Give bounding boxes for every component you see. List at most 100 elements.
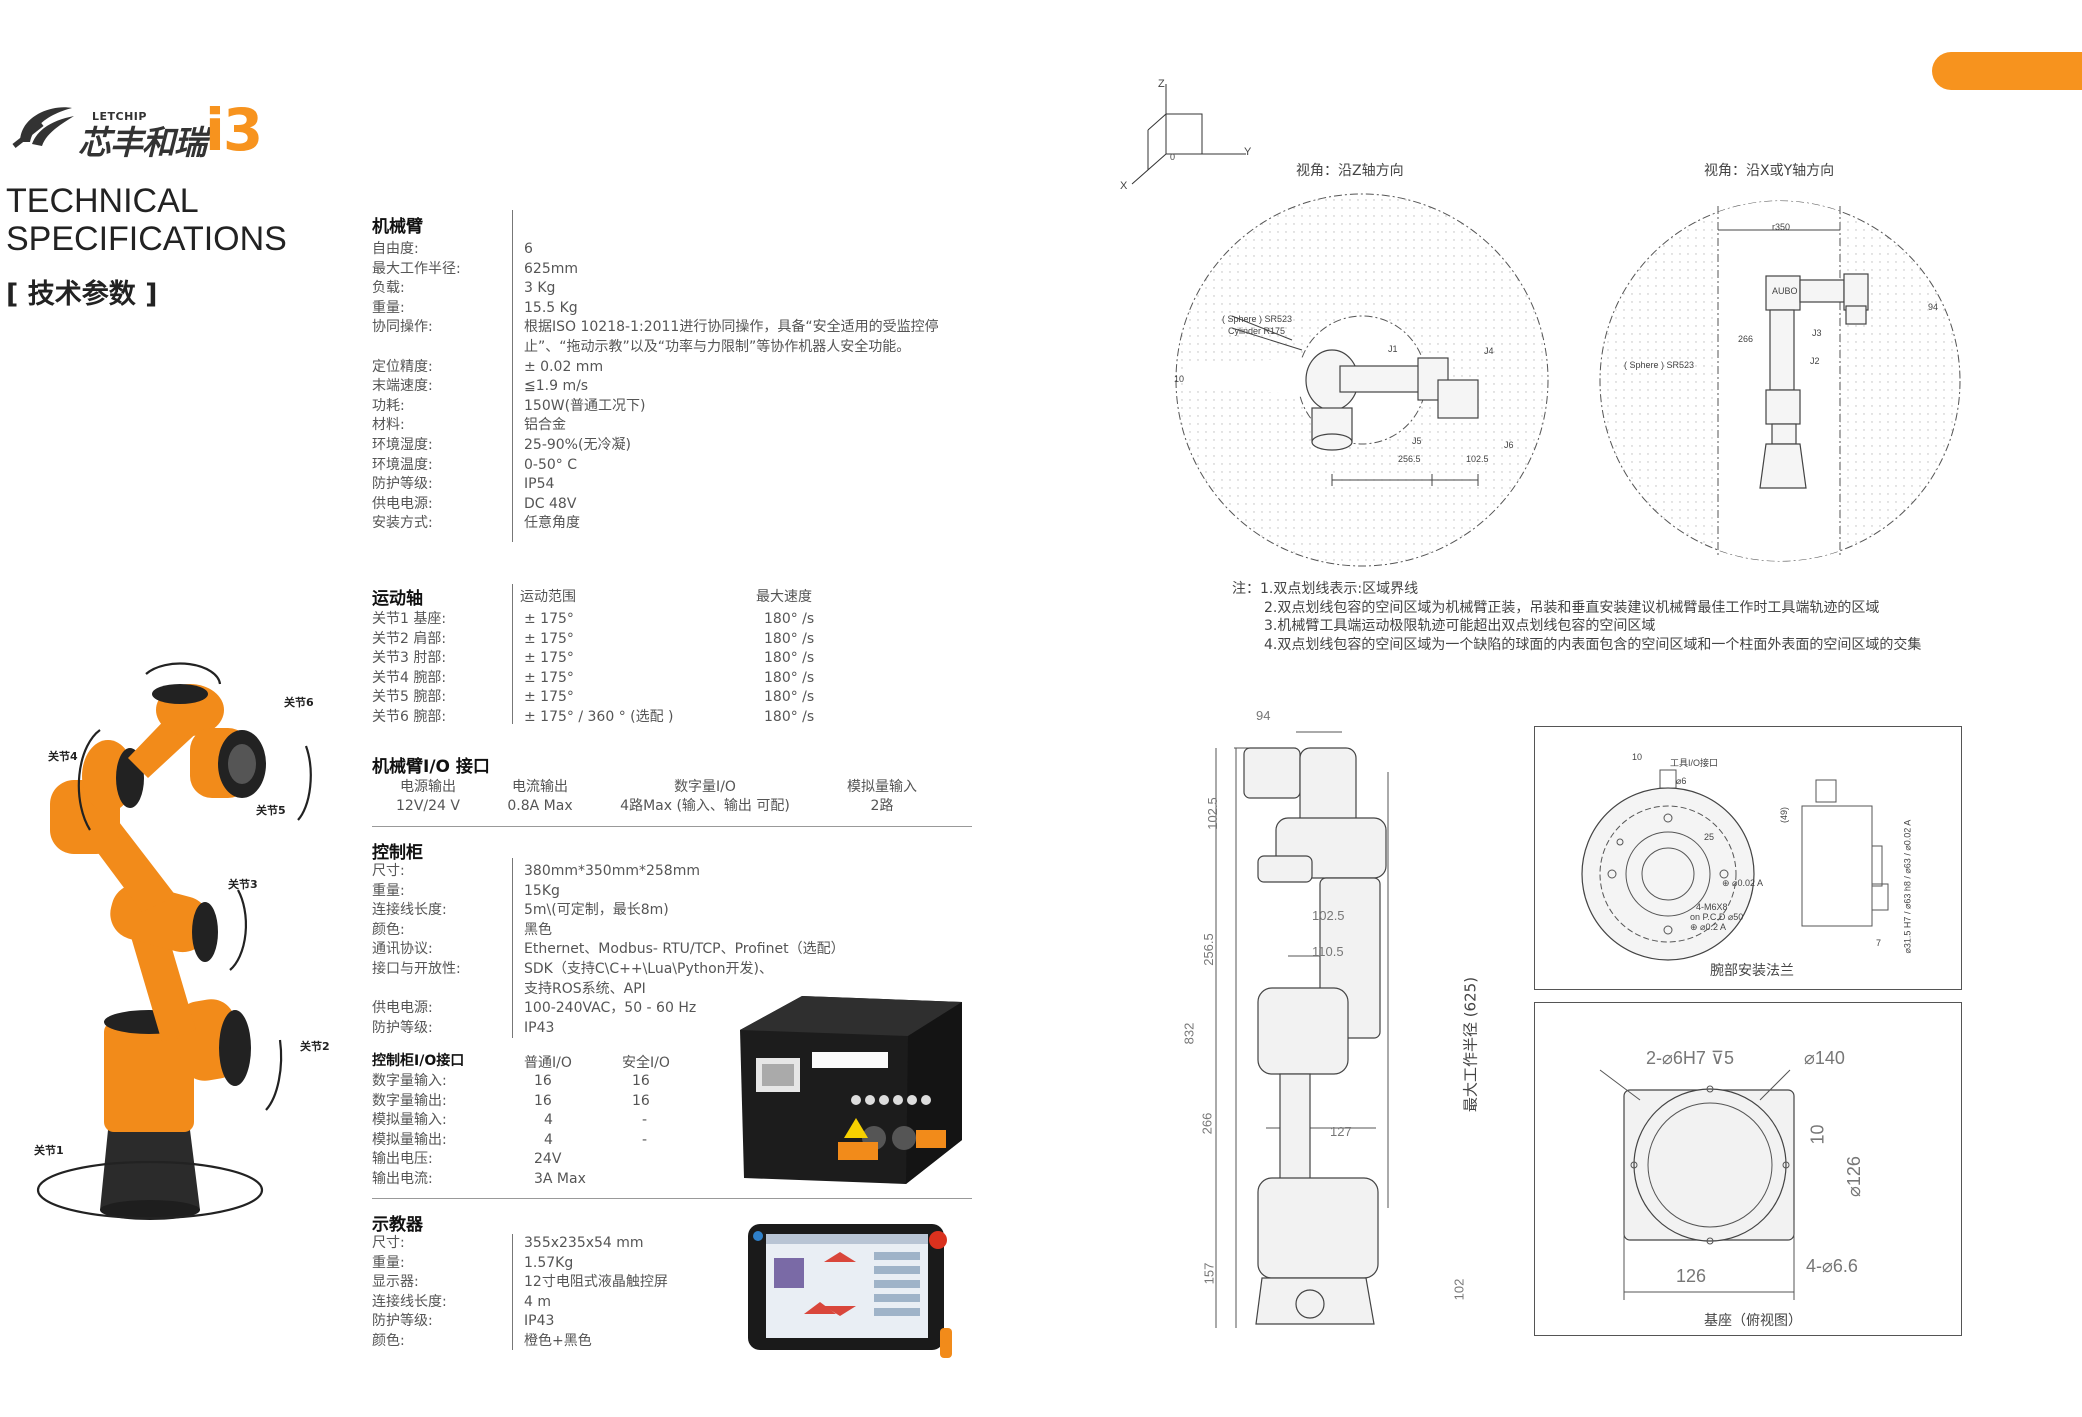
sphere-label: ( Sphere ) SR523 [1222, 314, 1293, 324]
note-line: 注：1.双点划线表示:区域界线 [1232, 581, 1419, 597]
robot-arm-illustration [36, 662, 312, 1220]
dim-102-5-vertical: 102.5 [1204, 797, 1220, 830]
base-hole-label: 2-⌀6H7 ⊽5 [1646, 1048, 1735, 1068]
spec-row: 末端速度:≦1.9 m/s [372, 378, 589, 395]
cabinet-io-section-title: 控制柜I/O接口 [372, 1053, 465, 1069]
joint-label-4: 关节4 [48, 750, 78, 763]
spec-row: 供电电源:100-240VAC，50 - 60 Hz [372, 1000, 697, 1017]
joint-tag-j6: J6 [1504, 440, 1514, 450]
flange-drawing [1581, 769, 1889, 961]
spec-row: 连接线长度:4 m [372, 1293, 551, 1310]
motion-col-range-header: 运动范围 [520, 589, 576, 605]
flange-tol-2: ⊕ ⌀0.2 A [1690, 922, 1726, 932]
spec-row: 颜色:黑色 [372, 921, 552, 938]
base-dim-126: 126 [1676, 1266, 1707, 1286]
dim-256-5: 256.5 [1398, 454, 1421, 464]
base-drawing-frame [1534, 1002, 1962, 1336]
spec-row: 安装方式:任意角度 [372, 515, 580, 532]
control-cabinet-illustration [740, 996, 962, 1184]
spec-row: 尺寸:355x235x54 mm [372, 1235, 644, 1251]
base-drawing [1599, 1069, 1795, 1300]
robot-side-dimension-drawing [1215, 731, 1389, 1328]
table-row: 关节3 肘部:± 175°180° /s [372, 650, 815, 667]
note-line: 4.双点划线包容的空间区域为一个缺陷的球面的内表面包含的空间区域和一个柱面外表面… [1264, 636, 1922, 653]
brand-logo-icon [12, 107, 74, 148]
spec-row: 防护等级:IP54 [372, 476, 555, 493]
arm-section-divider [512, 210, 513, 542]
table-row: 关节2 肩部:± 175°180° /s [372, 630, 815, 647]
cabinet-spec-list: 尺寸:380mm*350mm*258mm 重量:15Kg 连接线长度:5m\(可… [372, 862, 892, 1038]
joint-label-3: 关节3 [228, 878, 258, 891]
dim-102-5-horizontal: 102.5 [1312, 908, 1345, 923]
dim-10: 10 [1174, 374, 1185, 384]
pendant-section-title: 示教器 [372, 1215, 423, 1235]
joint-label-2: 关节2 [300, 1040, 330, 1053]
motion-col-speed-header: 最大速度 [756, 589, 812, 605]
spec-row: 环境温度:0-50° C [372, 456, 577, 473]
workspace-view-xy-drawing [1599, 200, 1961, 562]
axis-label-origin: 0 [1170, 152, 1176, 162]
dim-102-vertical: 102 [1451, 1278, 1467, 1301]
dim-256-5-vertical: 256.5 [1200, 933, 1216, 966]
flange-drawing-frame [1534, 726, 1962, 990]
dim-102-5: 102.5 [1466, 454, 1489, 464]
flange-dim-49: (49) [1779, 806, 1790, 824]
spec-row: 接口与开放性:SDK（支持C\C++\Lua\Python开发)、支持ROS系统… [372, 960, 774, 997]
pendant-spec-list: 尺寸:355x235x54 mm 重量:1.57Kg 显示器:12寸电阻式液晶触… [372, 1234, 732, 1352]
spec-row: 防护等级:IP43 [372, 1313, 555, 1330]
base-caption: 基座（俯视图） [1704, 1313, 1802, 1329]
max-reach-label: 最大工作半径 (625) [1461, 976, 1480, 1113]
joint-tag-j4: J4 [1484, 346, 1494, 356]
cabinet-io-col-normal: 普通I/O [524, 1055, 572, 1071]
cabinet-io-col-safety: 安全I/O [622, 1055, 670, 1071]
flange-phi-stack: ⌀31.5 H7 / ⌀63 h8 / ⌀63 / ⌀0.02 A [1902, 819, 1913, 954]
orange-tab-decoration [1932, 52, 2082, 90]
table-row: 关节4 腕部:± 175°180° /s [372, 669, 815, 686]
cabinet-divider [372, 1198, 972, 1199]
dim-157: 157 [1201, 1262, 1217, 1285]
axis-label-y: Y [1244, 146, 1252, 158]
joint-tag-j2: J2 [1810, 356, 1820, 366]
flange-dim-7: 7 [1876, 938, 1882, 948]
spec-row: 防护等级:IP43 [372, 1019, 555, 1036]
table-row: 模拟量输入:4- [372, 1112, 648, 1129]
pendant-section-divider [512, 1234, 513, 1350]
dim-832: 832 [1181, 1022, 1197, 1045]
cabinet-section-title: 控制柜 [372, 843, 423, 863]
spec-row: 通讯协议:Ethernet、Modbus- RTU/TCP、Profinet（选… [372, 941, 845, 958]
flange-dim-10: 10 [1632, 752, 1643, 762]
spec-row: 自由度:6 [372, 241, 533, 257]
arm-io-section-title: 机械臂I/O 接口 [372, 757, 490, 777]
page-title: TECHNICAL SPECIFICATIONS [6, 182, 287, 258]
view-xy-caption: 视角：沿X或Y轴方向 [1704, 163, 1835, 179]
arm-spec-list: 自由度:6 最大工作半径:625mm 负载:3 Kg 重量:15.5 Kg 协同… [372, 240, 972, 534]
workspace-notes: 注：1.双点划线表示:区域界线 2.双点划线包容的空间区域为机械臂正装，吊装和垂… [1232, 580, 2072, 654]
spec-row: 供电电源:DC 48V [372, 495, 577, 512]
motion-section-title: 运动轴 [372, 589, 423, 609]
flange-tol-1: ⊕ ⌀0.02 A [1722, 878, 1763, 888]
base-dim-holes: 4-⌀6.6 [1806, 1256, 1858, 1276]
brand-name-en: LETCHIP [92, 110, 147, 123]
spec-row: 协同操作:根据ISO 10218-1:2011进行协同操作，具备“安全适用的受监… [372, 319, 939, 355]
note-line: 3.机械臂工具端运动极限轨迹可能超出双点划线包容的空间区域 [1264, 618, 1656, 634]
spec-row: 颜色:橙色+黑色 [372, 1332, 592, 1349]
spec-row: 环境湿度:25-90%(无冷凝) [372, 436, 631, 453]
flange-caption: 腕部安装法兰 [1710, 963, 1794, 979]
product-model: i3 [205, 96, 263, 164]
brand-mark: AUBO [1772, 286, 1798, 296]
joint-label-5: 关节5 [256, 804, 286, 817]
page-subtitle: [ 技术参数 ] [6, 279, 158, 310]
arm-section-title: 机械臂 [372, 217, 423, 237]
joint-tag-j3: J3 [1812, 328, 1822, 338]
dim-266: 266 [1738, 334, 1754, 344]
coordinate-axes-icon [1131, 84, 1246, 185]
base-dim-10: 10 [1807, 1124, 1828, 1145]
spec-row: 尺寸:380mm*350mm*258mm [372, 863, 700, 879]
spec-row: 负载:3 Kg [372, 280, 556, 297]
joint-label-1: 关节1 [34, 1144, 64, 1157]
dim-110-5: 110.5 [1312, 944, 1344, 959]
